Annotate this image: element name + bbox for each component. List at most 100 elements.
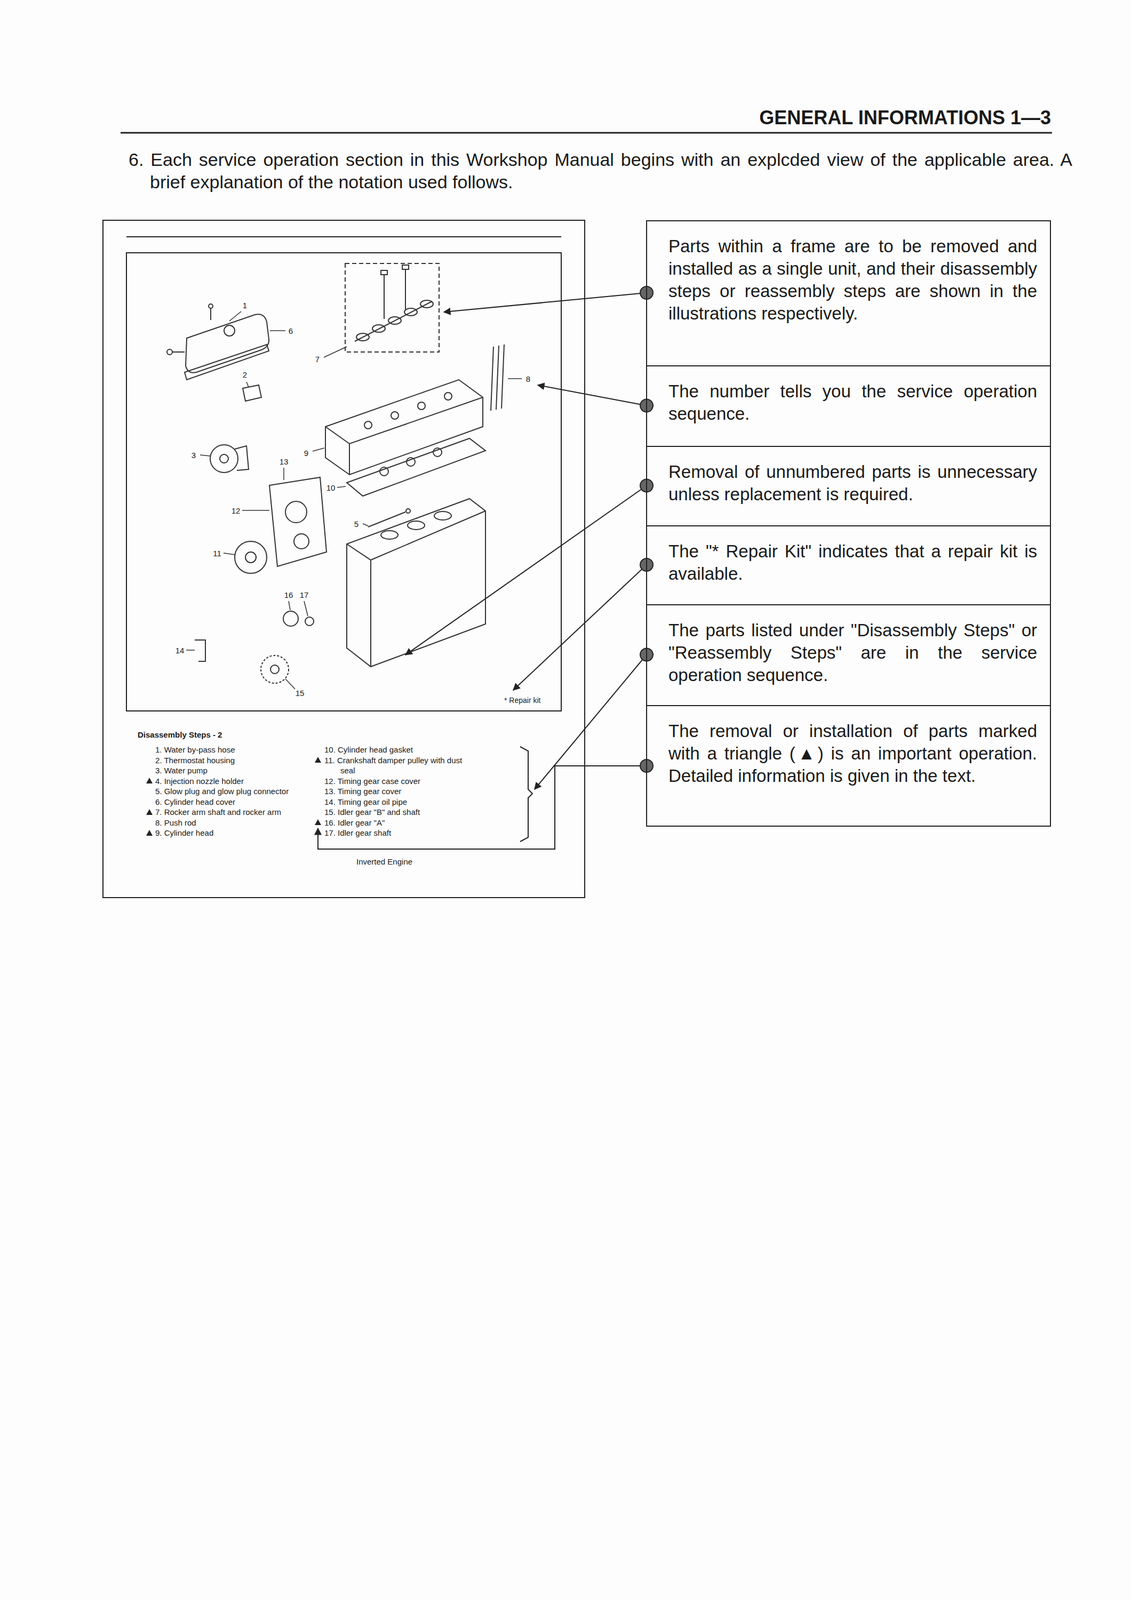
example-frame (126, 252, 562, 712)
exploded-view (224, 325, 235, 337)
exploded-view (407, 521, 425, 530)
exploded-view (354, 301, 433, 342)
exploded-view (283, 611, 299, 627)
exploded-view (391, 411, 399, 420)
callout-number: 3 (191, 451, 196, 460)
exploded-view (166, 263, 505, 684)
exploded-view (368, 512, 406, 528)
header-rule (120, 132, 1053, 134)
callout-number: 2 (242, 370, 248, 379)
callout-number: 6 (288, 327, 293, 336)
exploded-view (379, 467, 389, 476)
exploded-view (234, 445, 249, 471)
list-bracket (520, 746, 533, 842)
step-item: 6. Cylinder head cover (155, 797, 236, 808)
exploded-view (501, 344, 505, 409)
callout-text: The parts listed under "Disassembly Step… (668, 619, 1038, 687)
exploded-view (245, 552, 257, 563)
exploded-view (210, 444, 238, 473)
step-item: 2. Thermostat housing (155, 755, 235, 767)
exploded-view (420, 300, 434, 308)
exploded-view (406, 457, 416, 467)
callout-box: The "* Repair Kit" indicates that a repa… (646, 525, 1051, 605)
exploded-view (346, 511, 486, 667)
exploded-view (434, 511, 452, 521)
exploded-view (166, 349, 173, 355)
exploded-view (402, 265, 409, 270)
leader-line (443, 292, 647, 313)
important-triangle (146, 757, 322, 836)
step-item: 10. Cylinder head gasket (324, 744, 413, 756)
step-item: 8. Push rod (155, 817, 197, 829)
step-item: 1. Water by-pass hose (155, 744, 236, 756)
part-leader (186, 649, 195, 651)
exploded-view (417, 402, 426, 410)
part-leader (186, 311, 522, 690)
step-item: 14. Timing gear oil pipe (324, 797, 408, 808)
exploded-view (433, 448, 442, 457)
exploded-view (380, 530, 398, 540)
exploded-view (194, 640, 206, 662)
part-leader (304, 601, 308, 617)
step-item: 3. Water pump (155, 765, 208, 777)
part-leader (337, 486, 346, 488)
callout-box: Removal of unnumbered parts is unnecessa… (646, 445, 1051, 526)
exploded-view (219, 454, 229, 464)
part-leader (242, 510, 270, 512)
exploded-view (305, 617, 314, 626)
callout-number: 7 (315, 355, 320, 364)
callout-number: 13 (279, 457, 289, 466)
exploded-view (388, 316, 402, 325)
callout-number: 15 (295, 689, 305, 698)
exploded-view (285, 501, 307, 523)
part-leader (507, 378, 522, 380)
exploded-view (208, 304, 213, 309)
callout-box: Parts within a frame are to be removed a… (646, 220, 1051, 366)
engine-note: Inverted Engine (356, 856, 413, 868)
repair-kit-note: * Repair kit (504, 695, 541, 706)
step-item: 9. Cylinder head (155, 827, 214, 839)
callout-number: 17 (299, 591, 309, 600)
callout-number: 9 (304, 449, 309, 458)
exploded-view (260, 655, 289, 684)
step-item: 7. Rocker arm shaft and rocker arm (155, 807, 282, 818)
callout-text: The "* Repair Kit" indicates that a repa… (668, 540, 1038, 586)
important-triangle (146, 830, 153, 836)
exploded-view (293, 534, 309, 549)
important-triangle (146, 809, 153, 816)
callout-number: 1 (242, 301, 248, 310)
part-leader (229, 311, 242, 322)
part-leader (283, 467, 285, 481)
exploded-view (444, 392, 452, 401)
exploded-view (210, 308, 212, 321)
exploded-view (356, 333, 370, 341)
exploded-view (372, 324, 386, 333)
step-item: 15. Idler gear "B" and shaft (324, 807, 420, 818)
leader-line (537, 385, 647, 406)
exploded-view (242, 385, 262, 402)
exploded-view (346, 498, 486, 667)
example-frame (126, 236, 562, 238)
exploded-view (270, 665, 280, 674)
part-leader (246, 381, 249, 388)
part-leader (223, 553, 235, 555)
leader-line (513, 564, 647, 691)
exploded-view (404, 269, 406, 310)
step-item: 11. Crankshaft damper pulley with dust s… (324, 755, 469, 777)
callout-text: The removal or installation of parts mar… (668, 720, 1038, 788)
exploded-view (325, 397, 483, 475)
part-leader (200, 455, 211, 457)
part-leader (362, 523, 369, 527)
important-triangle (146, 777, 153, 784)
exploded-view (380, 270, 388, 275)
important-triangle (314, 757, 322, 763)
exploded-view (364, 421, 372, 429)
step-item: 5. Glow plug and glow plug connector (155, 786, 289, 798)
exploded-view (345, 263, 440, 353)
step-item: 4. Injection nozzle holder (155, 776, 244, 787)
exploded-view (172, 351, 185, 353)
callout-number: 5 (354, 520, 359, 529)
leader-line (405, 486, 647, 656)
exploded-view (234, 541, 267, 574)
leader-line (317, 766, 647, 850)
